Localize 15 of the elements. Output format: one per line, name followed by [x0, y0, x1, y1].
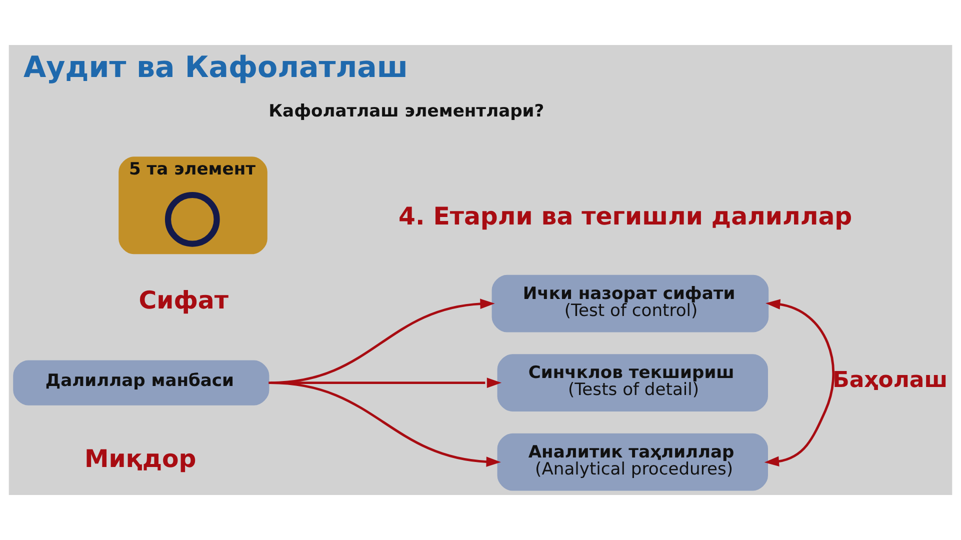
arrow [270, 382, 501, 467]
node-box: Далиллар манбаси [13, 360, 270, 406]
node-box: Синчклов текшириш (Tests of detail) [497, 354, 768, 412]
node-circle [164, 192, 220, 247]
arrow [268, 378, 502, 388]
arrow [764, 299, 835, 466]
cluster: 5 та элемент [118, 156, 268, 254]
node-box: Ички назорат сифати (Test of control) [492, 274, 769, 332]
edge-label: Баҳолаш [832, 368, 948, 393]
label: Миқдор [84, 444, 196, 473]
label: 4. Етарли ва тегишли далиллар [398, 201, 852, 230]
node-box: Аналитик таҳлиллар (Analytical procedures) [497, 433, 768, 491]
diagram-title: Аудит ва Кафолатлаш [23, 50, 408, 84]
label: Кафолатлаш элементлари? [268, 102, 544, 122]
label: Сифат [138, 285, 228, 314]
